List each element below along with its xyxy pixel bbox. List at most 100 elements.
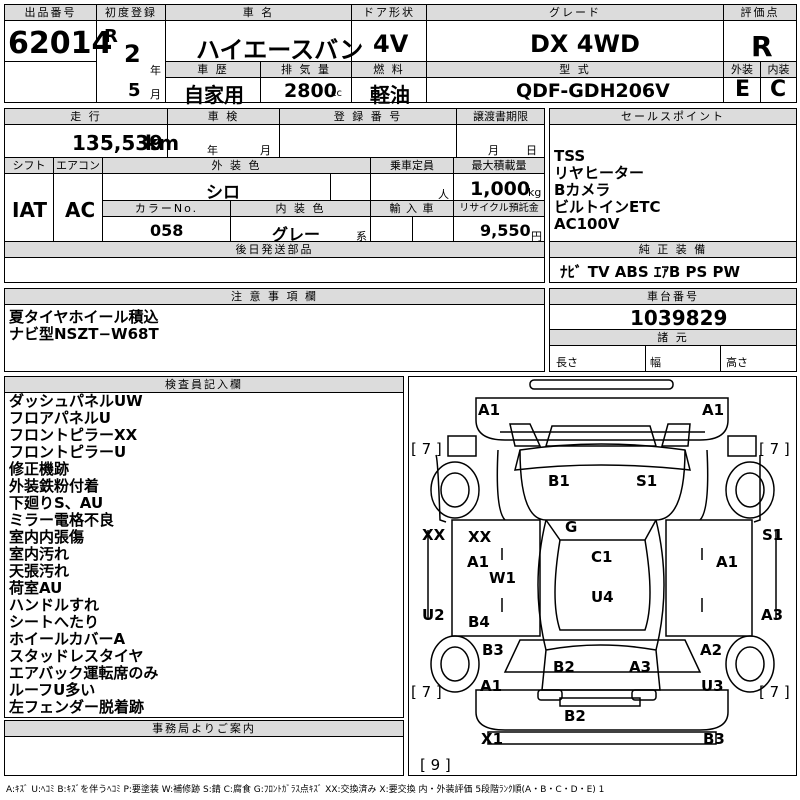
inspector-line: フロアパネルU: [9, 409, 111, 427]
damage-xx-door: XX: [468, 528, 492, 546]
inspector-list: ダッシュパネルUW フロアパネルU フロントピラーXX フロントピラーU 修正機…: [9, 393, 158, 716]
inspection-month: 月: [260, 144, 271, 157]
tire-depth-spare: [ 9 ]: [420, 756, 451, 774]
height-label: 高さ: [726, 356, 748, 369]
car-name: ハイエースバン: [196, 36, 364, 64]
transfer-day: 日: [526, 144, 537, 157]
damage-a1-left-door: A1: [467, 553, 489, 571]
capacity-label: 乗車定員: [371, 158, 453, 174]
office-label: 事務局よりご案内: [5, 721, 403, 737]
equipment: ﾅﾋﾞ TV ABS ｴｱB PS PW: [560, 263, 741, 281]
car-name-label: 車 名: [166, 5, 351, 21]
door-label: ドア形状: [352, 5, 426, 21]
mileage: 135,539: [72, 131, 164, 155]
shift: IAT: [12, 198, 48, 222]
inspector-line: 下廻りS、AU: [9, 494, 104, 512]
load: 1,000: [470, 178, 531, 200]
inspector-line: ホイールカバーA: [9, 630, 126, 648]
inspector-line: 修正機跡: [9, 460, 70, 478]
int-color-suffix: 系: [356, 230, 367, 243]
model: QDF-GDH206V: [516, 80, 670, 102]
damage-b3-left: B3: [482, 641, 504, 659]
damage-b1: B1: [548, 472, 570, 490]
damage-c1: C1: [591, 548, 612, 566]
damage-b3-bumper: B3: [703, 730, 725, 748]
color-no-label: カラーNo.: [103, 201, 230, 217]
inspector-line: エアバック運転席のみ: [9, 664, 159, 682]
later-parts-label: 後日発送部品: [5, 242, 544, 258]
damage-w1: W1: [489, 569, 516, 587]
grade-label: グレード: [427, 5, 723, 21]
shift-label: シフト: [5, 158, 53, 174]
ext-color: シロ: [206, 183, 240, 203]
fuel: 軽油: [370, 83, 410, 107]
fuel-label: 燃 料: [352, 62, 426, 78]
spec-label: 諸 元: [550, 330, 796, 346]
recycle-label: リサイクル預託金: [454, 201, 544, 217]
era: R: [104, 26, 118, 47]
chassis-label: 車台番号: [550, 289, 796, 305]
inspector-line: 左フェンダー脱着跡: [9, 698, 145, 716]
ext-grade: E: [735, 77, 751, 102]
month-unit: 月: [150, 88, 161, 101]
mileage-unit: km: [145, 131, 180, 155]
ac: AC: [65, 198, 96, 222]
sales-point: Bカメラ: [554, 181, 611, 199]
capacity-unit: 人: [438, 188, 449, 201]
displacement-unit: cc: [331, 88, 342, 99]
int-grade-label: 内装: [761, 62, 796, 78]
transfer-month: 月: [488, 144, 499, 157]
history: 自家用: [184, 83, 244, 107]
inspector-line: 天張汚れ: [9, 562, 70, 580]
damage-s1-hood: S1: [636, 472, 657, 490]
damage-b2-rear: B2: [553, 658, 575, 676]
sales-points-list: TSS リヤヒーター Bカメラ ビルトインETC AC100V: [554, 148, 661, 233]
inspector-line: シートへたり: [9, 613, 100, 631]
lot-label: 出品番号: [5, 5, 96, 21]
sales-points-label: セールスポイント: [550, 109, 796, 125]
door-type: 4V: [373, 30, 409, 58]
legend: A:ｷｽﾞ U:ﾍｺﾐ B:ｷｽﾞを伴うﾍｺﾐ P:要塗装 W:補修跡 S:錆 …: [6, 785, 605, 795]
damage-diagram: [408, 376, 797, 776]
inspector-line: 外装鉄粉付着: [9, 477, 100, 495]
load-label: 最大積載量: [454, 158, 544, 174]
damage-a3-rear: A3: [629, 658, 651, 676]
mileage-label: 走 行: [5, 109, 167, 125]
tire-depth-rear-left: [ 7 ]: [411, 683, 442, 701]
sales-point: AC100V: [554, 215, 620, 233]
damage-x1: X1: [481, 730, 503, 748]
model-label: 型 式: [427, 62, 723, 78]
inspector-line: フロントピラーXX: [9, 426, 138, 444]
length-label: 長さ: [556, 356, 578, 369]
tire-depth-rear-right: [ 7 ]: [759, 683, 790, 701]
equipment-label: 純 正 装 備: [550, 242, 796, 258]
transfer-label: 譲渡書期限: [457, 109, 544, 125]
sales-point: TSS: [554, 147, 586, 165]
registration-label: 登 録 番 号: [280, 109, 456, 125]
damage-u4: U4: [591, 588, 614, 606]
note-line: ナビ型NSZT−W68T: [9, 325, 159, 343]
inspector-label: 検査員記入欄: [5, 377, 403, 393]
ext-color-label: 外 装 色: [103, 158, 370, 174]
reg-month: 5: [128, 80, 141, 101]
sales-point: リヤヒーター: [554, 164, 645, 182]
van-outline: A1 A1 [ 7 ] [ 7 ] [ 7 ] [ 7 ] [ 9 ] B1 S…: [411, 379, 790, 774]
int-grade: C: [770, 77, 787, 102]
int-color: グレー: [272, 225, 321, 244]
score-label: 評価点: [724, 5, 796, 21]
recycle-unit: 円: [531, 230, 542, 243]
tire-depth-front-left: [ 7 ]: [411, 440, 442, 458]
history-label: 車 歴: [166, 62, 260, 78]
inspector-line: 室内内張傷: [9, 528, 85, 546]
color-no: 058: [150, 221, 184, 240]
notes-label: 注 意 事 項 欄: [5, 289, 544, 305]
inspector-section: [4, 376, 404, 718]
note-line: 夏タイヤホイール積込: [9, 308, 159, 326]
damage-xx-left: XX: [422, 526, 446, 544]
width-label: 幅: [650, 356, 661, 369]
import-label: 輸 入 車: [371, 201, 453, 217]
ext-grade-label: 外装: [724, 62, 760, 78]
damage-a3-right: A3: [761, 606, 783, 624]
damage-g: G: [565, 518, 577, 536]
int-color-label: 内 装 色: [231, 201, 370, 217]
